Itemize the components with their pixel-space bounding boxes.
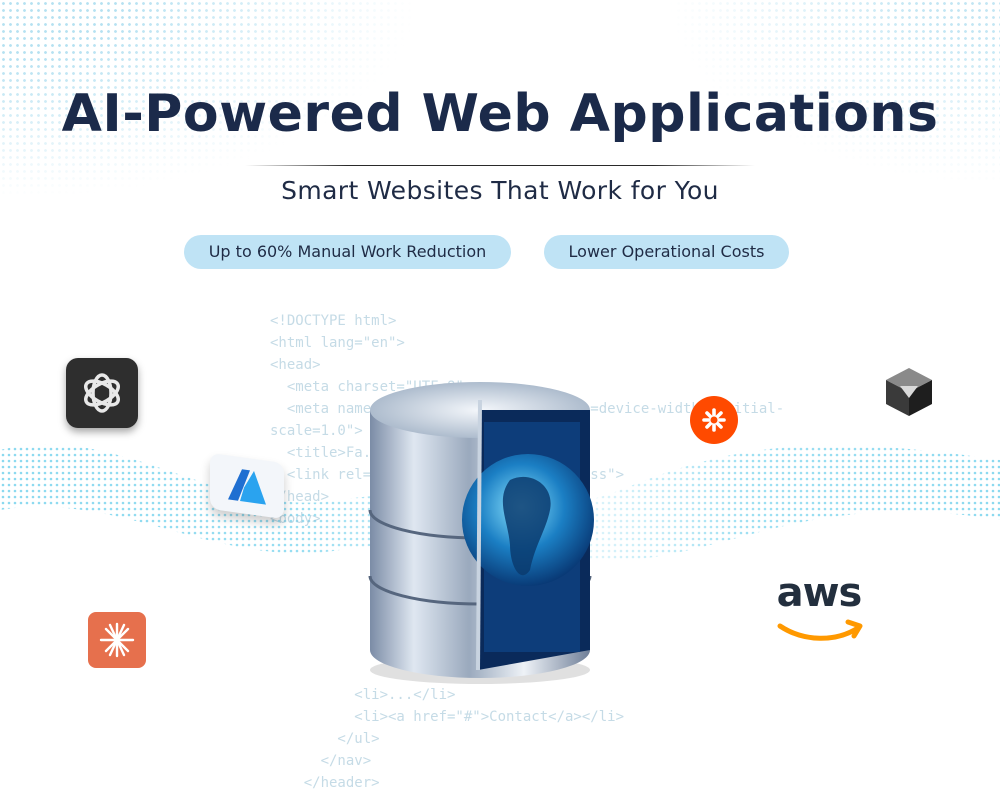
zapier-icon	[690, 396, 738, 444]
azure-icon	[210, 452, 284, 520]
title-divider	[245, 165, 755, 166]
page-title: AI-Powered Web Applications	[61, 84, 939, 144]
database-globe-illustration	[368, 382, 594, 684]
cube-logo-icon	[886, 368, 932, 416]
particle-wave	[0, 444, 1000, 562]
dot-pattern-top-right	[640, 0, 1000, 200]
badge-work-reduction: Up to 60% Manual Work Reduction	[184, 235, 511, 269]
claude-icon	[88, 612, 146, 668]
aws-logo: aws	[774, 568, 864, 652]
openai-icon	[66, 358, 138, 428]
badge-lower-costs: Lower Operational Costs	[544, 235, 789, 269]
dot-pattern-top-left	[0, 0, 420, 200]
page-subtitle: Smart Websites That Work for You	[281, 176, 719, 205]
aws-wordmark: aws	[776, 570, 863, 616]
